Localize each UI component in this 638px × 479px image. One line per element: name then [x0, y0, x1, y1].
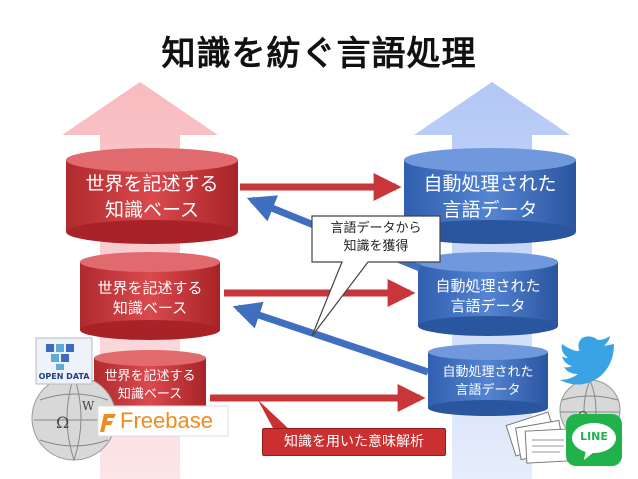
- documents-icon: [505, 411, 572, 464]
- open-data-icon: [35, 337, 93, 385]
- slide-title: 知識を紡ぐ言語処理: [161, 34, 477, 74]
- left-cylinder-bottom-label: 世界を記述する 知識ベース: [104, 369, 196, 402]
- left-cylinder-top: [66, 148, 238, 244]
- left-cylinder-middle: [80, 252, 220, 340]
- left-cylinder-top-label: 世界を記述する 知識ベース: [85, 173, 219, 221]
- freebase-logo-icon: [97, 405, 229, 437]
- svg-text:W: W: [82, 399, 95, 413]
- right-cylinder-middle-label: 自動処理された 言語データ: [435, 277, 541, 316]
- line-logo-text: LINE: [580, 430, 608, 443]
- freebase-logo-text: Freebase: [120, 408, 213, 433]
- left-cylinder-middle-label: 世界を記述する 知識ベース: [97, 279, 203, 318]
- label-pointer: [258, 400, 290, 430]
- twitter-bird-icon: [560, 336, 614, 385]
- line-logo-icon: [566, 414, 622, 466]
- wikipedia-globe-icon: Ω W: [31, 375, 117, 461]
- callout-bubble: [311, 215, 441, 337]
- right-cylinder-middle: [418, 252, 558, 336]
- right-cylinder-bottom-label: 自動処理された 言語データ: [442, 365, 534, 398]
- open-data-logo-text: OPEN DATA: [38, 372, 90, 381]
- callout-text: 言語データから 知識を獲得: [330, 221, 422, 255]
- back-arrow-2: [232, 301, 430, 376]
- right-cylinder-top-label: 自動処理された 言語データ: [423, 173, 557, 221]
- right-cylinder-bottom: [428, 344, 548, 416]
- svg-text:Ω: Ω: [56, 413, 69, 432]
- semantic-analysis-label: 知識を用いた意味解析: [262, 428, 446, 456]
